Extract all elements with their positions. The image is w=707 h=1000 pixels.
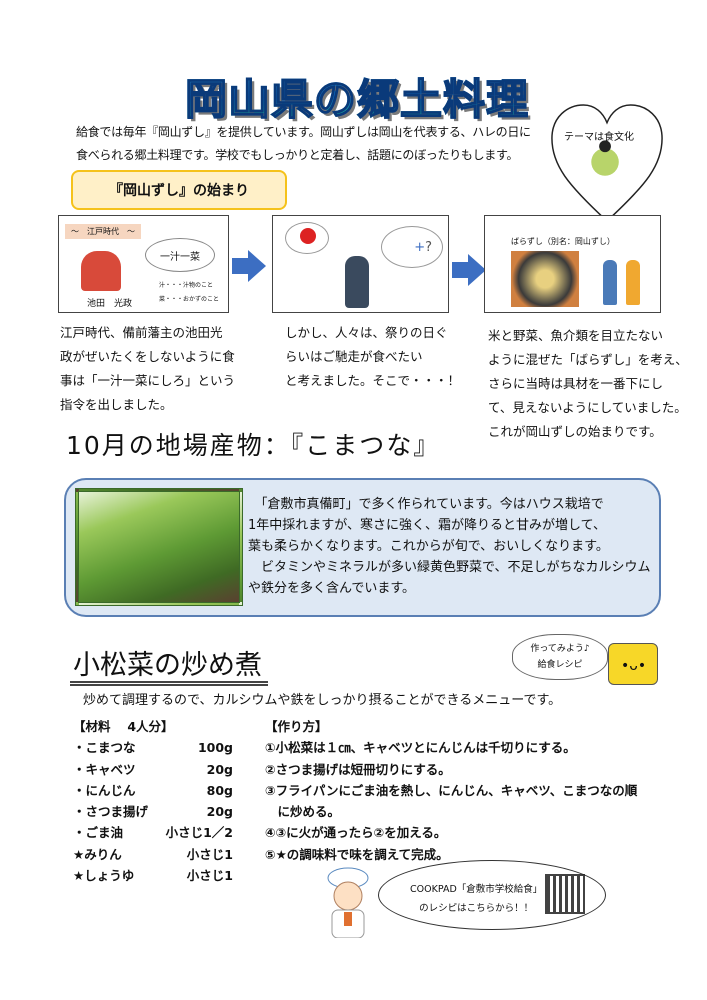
steps-list: 【作り方】 ①小松菜は１㎝、キャベツとにんじんは千切りにする。 ②さつま揚げは短冊… [265,716,637,865]
ingredient-row: ・キャベツ 20g [73,759,233,780]
ingredients-title: 【材料 4人分】 [73,719,174,734]
panel-caption: ばらずし（別名：岡山ずし） [511,237,615,246]
ingredient-name: ★みりん [73,846,122,862]
ingredient-amount: 20g [206,761,233,777]
local-produce-heading: 10月の地場産物：『こまつな』 [66,431,441,460]
text-line: と考えました。そこで・・・！ [285,373,461,388]
text-line: らいはご馳走が食べたい [285,349,423,364]
step: ⑤★の調味料で味を調えて完成。 [265,846,449,862]
ingredient-name: ★しょうゆ [73,868,135,884]
ingredient-name: ・こまつな [73,740,136,756]
step: ②さつま揚げは短冊切りにする。 [265,761,451,777]
text-line: 米と野菜、魚介類を目立たない [488,328,664,343]
story-column-2: しかし、人々は、祭りの日ぐらいはご馳走が食べたいと考えました。そこで・・・！ [285,321,460,393]
ingredient-row: ・にんじん 80g [73,780,233,801]
note: 菜・・・おかずのこと [159,296,220,303]
text-line: 指令を出しました。 [60,397,173,412]
text-line: ビタミンやミネラルが多い緑黄色野菜で、不足しがちなカルシウム [248,560,651,575]
question-mark: ? [425,239,432,255]
text-line: て、見えないようにしていました。 [488,400,687,415]
man-illustration [603,260,617,305]
ingredient-row: ★しょうゆ 小さじ1 [73,865,233,886]
thought-bubble [285,222,329,254]
text-line: 葉も柔らかくなります。これからが旬で、おいしくなります。 [248,539,609,554]
text-line: さらに当時は具材を一番下にし [488,376,664,391]
text-line: 「倉敷市真備町」で多く作られています。今はハウス栽培で [248,497,604,512]
arrow-right-icon [452,254,486,286]
ingredient-row: ★みりん 小さじ1 [73,844,233,865]
lord-name: 池田 光政 [87,299,133,309]
arrow-right-icon [232,250,266,282]
speech-bubble: 一汁一菜 [145,238,215,272]
ingredient-name: ・キャベツ [73,761,136,777]
woman-illustration [626,260,640,305]
text-line: 江戸時代、備前藩主の池田光 [60,325,223,340]
ingredient-amount: 小さじ1 [186,846,233,862]
panel-thinking: +? [272,215,449,313]
text-line: しかし、人々は、祭りの日ぐ [285,325,448,340]
bubble-line: 給食レシピ [537,660,583,670]
text-line: ように混ぜた「ばらずし」を考え、 [488,352,688,367]
step: ③フライパンにごま油を熱し、にんじん、キャベツ、こまつなの順 [265,782,638,798]
story-column-1: 江戸時代、備前藩主の池田光政がぜいたくをしないように食事は「一汁一菜にしろ」とい… [60,321,235,417]
ingredients-list: 【材料 4人分】 ・こまつな 100g ・キャベツ 20g ・にんじん 80g ・さつ… [73,716,233,886]
note: 汁・・・汁物のこと [159,282,214,289]
bubble-line: 作ってみよう♪ [530,644,590,654]
step: ①小松菜は１㎝、キャベツとにんじんは千切りにする。 [265,740,576,756]
recipe-lead: 炒めて調理するので、カルシウムや鉄をしっかり摂ることができるメニューです。 [83,693,562,708]
ingredient-amount: 20g [206,804,233,820]
ingredient-amount: 100g [197,740,233,756]
panel-barazushi: ばらずし（別名：岡山ずし） [484,215,661,313]
step: に炒める。 [265,804,341,820]
title-underline [70,681,268,686]
cookpad-bubble [378,860,606,930]
komatsuna-photo [75,488,243,606]
text-line: 1年中採れますが、寒さに強く、霜が降りると甘みが増して、 [248,518,606,533]
panel-edo: 〜 江戸時代 〜 一汁一菜 池田 光政 汁・・・汁物のこと 菜・・・おかずのこと [58,215,229,313]
cookpad-line: のレシピはこちらから！！ [419,903,534,914]
ingredient-name: ・さつま揚げ [73,804,149,820]
ingredient-row: ・ごま油 小さじ1／2 [73,822,233,843]
era-label: 〜 江戸時代 〜 [65,224,141,239]
chef-illustration [327,867,369,938]
cookpad-line: COOKPAD「倉敷市学校給食」 [410,884,543,895]
ingredient-row: ・さつま揚げ 20g [73,801,233,822]
ingredient-amount: 小さじ1／2 [165,825,233,841]
text-line: や鉄分を多く含んでいます。 [248,581,416,596]
qr-code[interactable] [545,874,585,914]
ingredient-name: ・にんじん [73,782,136,798]
fan-icon [300,228,316,244]
pot-icon: •ᴗ• [608,643,658,685]
intro-line: 給食では毎年『岡山ずし』を提供しています。岡山ずしは岡山を代表する、ハレの日に [76,125,531,139]
page-title: 岡山県の郷土料理 [184,66,529,125]
intro-line: 食べられる郷土料理です。学校でもしっかりと定着し、話題にのぼったりもします。 [76,148,519,162]
heart-icon [551,104,663,223]
ingredient-amount: 80g [206,782,233,798]
recipe-title: 小松菜の炒め煮 [73,650,262,681]
thinker-statue [345,256,369,308]
steps-title: 【作り方】 [265,719,328,734]
text-line: これが岡山ずしの始まりです。 [488,424,662,439]
theme-badge: テーマは食文化 [564,132,634,143]
intro-text: 給食では毎年『岡山ずし』を提供しています。岡山ずしは岡山を代表する、ハレの日に … [76,121,531,167]
step: ④③に火が通ったら②を加える。 [265,825,447,841]
cookpad-text: COOKPAD「倉敷市学校給食」のレシピはこちらから！！ [410,880,542,918]
section-heading-okayama-zushi: 『岡山ずし』の始まり [71,170,287,210]
ingredient-amount: 小さじ1 [186,868,233,884]
text-line: 事は「一汁一菜にしろ」という [60,373,236,388]
ingredient-name: ・ごま油 [73,825,124,841]
komatsuna-text: 「倉敷市真備町」で多く作られています。今はハウス栽培で 1年中採れますが、寒さに強… [248,494,658,599]
recipe-bubble: 作ってみよう♪ 給食レシピ [512,634,608,680]
text-line: 政がぜいたくをしないように食 [60,349,235,364]
lord-illustration [81,251,121,291]
rice-bubble: +? [381,226,443,268]
story-column-3: 米と野菜、魚介類を目立たないように混ぜた「ばらずし」を考え、さらに当時は具材を一… [488,324,688,444]
barazushi-photo [511,251,579,307]
ingredient-row: ・こまつな 100g [73,737,233,758]
